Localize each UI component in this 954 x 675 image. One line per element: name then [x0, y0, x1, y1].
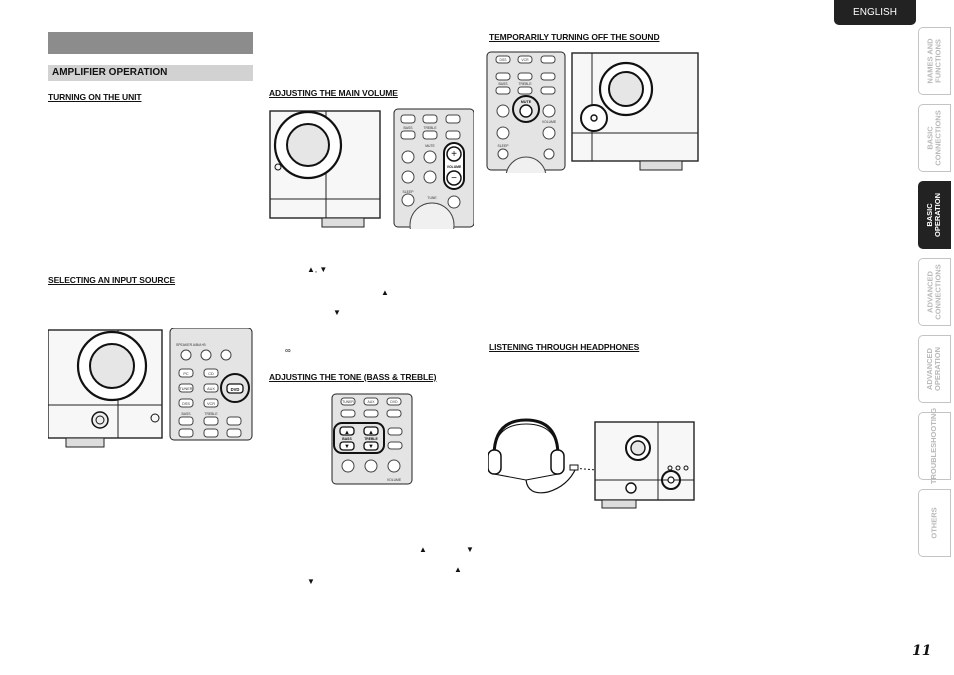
svg-text:▲: ▲: [344, 430, 350, 436]
heading-selecting-input: SELECTING AN INPUT SOURCE: [48, 275, 176, 285]
tab-advanced-connections[interactable]: ADVANCED CONNECTIONS: [918, 258, 951, 326]
receiver-input-illustration: SPEAKER A/B/A+B PC CD TUNER AUX DVD DSS …: [48, 328, 253, 448]
remote-label-vcr: VCR: [207, 402, 215, 406]
svg-text:▲: ▲: [368, 430, 374, 436]
headphones-illustration: [488, 418, 695, 509]
heading-mute: TEMPORARILY TURNING OFF THE SOUND: [489, 32, 660, 42]
remote-label-bass: BASS: [403, 126, 413, 130]
remote-label-tuner: TUNER: [179, 387, 192, 391]
up-arrow: ▲: [381, 288, 389, 297]
remote-label-tuner: TUNER: [342, 400, 354, 404]
page-number: 11: [912, 643, 932, 659]
remote-label-speaker: SPEAKER A/B/A+B: [176, 343, 206, 347]
remote-label-volume: VOLUME: [542, 120, 557, 124]
down-arrow: ▼: [307, 577, 315, 586]
language-tab: ENGLISH: [834, 0, 916, 25]
remote-label-bass: BASS: [181, 412, 191, 416]
tab-others[interactable]: OTHERS: [918, 489, 951, 557]
remote-label-tune: TUNE: [427, 196, 437, 200]
tab-basic-connections[interactable]: BASIC CONNECTIONS: [918, 104, 951, 172]
section-amplifier-operation: AMPLIFIER OPERATION: [52, 67, 168, 78]
svg-text:▼: ▼: [344, 444, 350, 450]
heading-headphones: LISTENING THROUGH HEADPHONES: [489, 342, 640, 352]
tone-remote-illustration: TUNER AUX DVD ▲ BASS ▼ ▲ TREBLE ▼ VOLUME: [331, 393, 413, 485]
section-bar: [48, 65, 253, 81]
remote-label-mute: MUTE: [521, 100, 532, 104]
remote-label-treble: TREBLE: [364, 437, 378, 441]
remote-label-dvd: DVD: [390, 400, 398, 404]
infinity-symbol: ∞: [285, 346, 291, 355]
remote-label-dss: DSS: [500, 58, 508, 62]
mute-illustration: DSS VCR BASS TREBLE MUTE VOLUME SLEEP: [486, 51, 699, 173]
up-arrow: ▲: [454, 565, 462, 574]
page-title-bar: [48, 32, 253, 54]
remote-label-treble: TREBLE: [204, 412, 218, 416]
remote-label-sleep: SLEEP: [403, 190, 415, 194]
tab-basic-operation[interactable]: BASIC OPERATION: [918, 181, 951, 249]
remote-label-bass: BASS: [498, 82, 508, 86]
remote-label-dss: DSS: [182, 402, 190, 406]
svg-text:−: −: [451, 173, 457, 184]
heading-turning-on: TURNING ON THE UNIT: [48, 92, 142, 102]
up-arrow: ▲: [419, 545, 427, 554]
svg-text:▼: ▼: [368, 444, 374, 450]
remote-label-cd: CD: [208, 372, 214, 376]
remote-label-aux: AUX: [368, 400, 376, 404]
remote-label-dvd: DVD: [231, 387, 240, 392]
tab-names-and-functions[interactable]: NAMES AND FUNCTIONS: [918, 27, 951, 95]
remote-label-pc: PC: [183, 372, 189, 376]
remote-label-volume: VOLUME: [387, 478, 402, 482]
down-arrow: ▼: [333, 308, 341, 317]
svg-text:+: +: [451, 149, 457, 160]
tab-troubleshooting[interactable]: TROUBLESHOOTING: [918, 408, 951, 484]
up-down-arrows: ▲, ▼: [307, 265, 328, 274]
remote-label-volume: VOLUME: [447, 165, 462, 169]
remote-label-aux: AUX: [207, 387, 215, 391]
remote-label-sleep: SLEEP: [498, 144, 510, 148]
remote-label-mute: MUTE: [425, 144, 435, 148]
remote-label-bass: BASS: [342, 437, 352, 441]
remote-label-vcr: VCR: [521, 58, 529, 62]
tab-advanced-operation[interactable]: ADVANCED OPERATION: [918, 335, 951, 403]
volume-illustration: BASS TREBLE MUTE + VOLUME − SLEEP TUNE: [269, 108, 474, 229]
heading-tone: ADJUSTING THE TONE (BASS & TREBLE): [269, 372, 437, 382]
remote-label-treble: TREBLE: [518, 82, 532, 86]
down-arrow: ▼: [466, 545, 474, 554]
heading-main-volume: ADJUSTING THE MAIN VOLUME: [269, 88, 398, 98]
remote-label-treble: TREBLE: [423, 126, 437, 130]
